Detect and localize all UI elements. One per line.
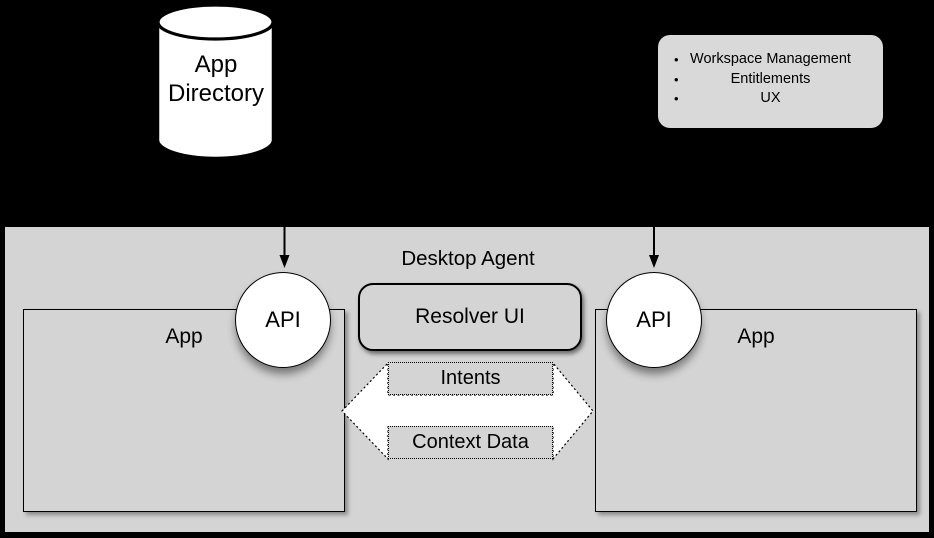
app-directory-cylinder-icon bbox=[156, 3, 275, 160]
bullet-icon: • bbox=[674, 71, 679, 87]
resolver-ui-box: Resolver UI bbox=[358, 283, 582, 351]
callout-item: • Workspace Management bbox=[668, 50, 873, 70]
left-api-circle: API bbox=[235, 272, 331, 368]
left-app-label: App bbox=[165, 325, 203, 348]
features-callout: • Workspace Management • Entitlements • … bbox=[658, 35, 883, 128]
bullet-icon: • bbox=[674, 91, 679, 106]
callout-item-label: UX bbox=[760, 90, 781, 106]
callout-item-label: Entitlements bbox=[730, 70, 811, 87]
app-directory-label: App Directory bbox=[167, 51, 264, 107]
context-data-flow-label: Context Data bbox=[388, 426, 553, 459]
intents-flow-label: Intents bbox=[388, 362, 553, 395]
right-app-label: App bbox=[737, 325, 775, 348]
callout-item: • UX bbox=[668, 89, 873, 109]
right-api-circle: API bbox=[606, 272, 702, 368]
callout-item-label: Workspace Management bbox=[690, 51, 851, 67]
bullet-icon: • bbox=[674, 52, 679, 67]
callout-item: • Entitlements bbox=[668, 70, 873, 90]
desktop-agent-title: Desktop Agent bbox=[401, 247, 535, 270]
